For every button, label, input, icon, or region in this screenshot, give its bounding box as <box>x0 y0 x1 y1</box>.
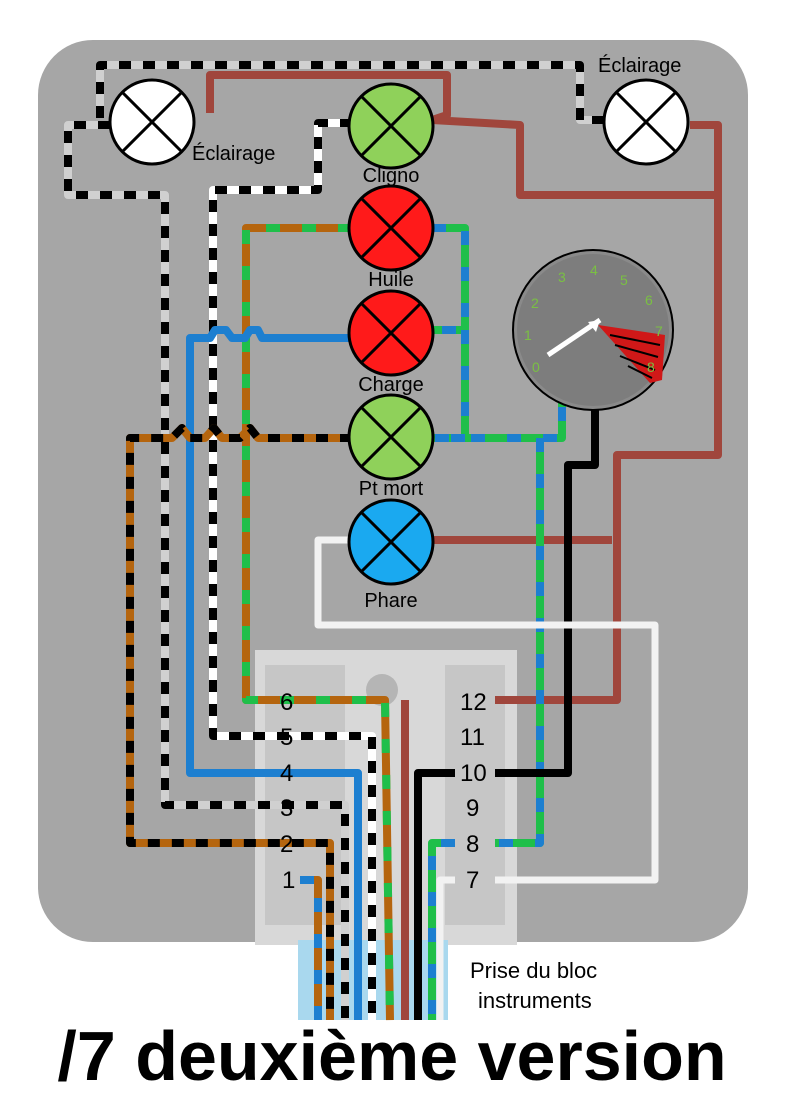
wire-blue-charge <box>186 326 362 1020</box>
page-title: /7 deuxième version <box>57 1017 726 1094</box>
pin-label: 7 <box>466 867 479 894</box>
lamp-phare: Phare <box>347 498 435 612</box>
pin-label: 11 <box>460 724 485 751</box>
pin-label: 3 <box>280 795 293 822</box>
pin-label: 1 <box>282 867 295 894</box>
pin-label: 2 <box>280 831 293 858</box>
lamp-eclairage-left: Éclairage <box>108 78 275 166</box>
gauge-tick: 1 <box>524 327 532 343</box>
redline-zone <box>598 325 665 383</box>
pin-label: 6 <box>280 689 293 716</box>
lamp-charge: Charge <box>347 289 435 396</box>
wires <box>64 61 722 1021</box>
gauge-tick: 5 <box>620 272 628 288</box>
connector-left-pins: 6 5 4 3 2 1 <box>280 689 295 894</box>
gauge-tick: 0 <box>532 359 540 375</box>
lamp-label-huile: Huile <box>368 269 414 291</box>
gauge-tick: 6 <box>645 292 653 308</box>
gauge-tick: 2 <box>531 295 539 311</box>
lamp-label-charge: Charge <box>358 374 424 396</box>
wire-brown-eclairage <box>206 71 722 199</box>
lamp-label-eclairage-left: Éclairage <box>192 142 275 165</box>
lamp-eclairage-right: Éclairage <box>598 54 690 166</box>
wire-white-phare <box>314 536 659 884</box>
pin-label: 8 <box>466 831 479 858</box>
wire-black-gauge <box>495 410 599 777</box>
connector-caption-line2: instruments <box>478 988 592 1013</box>
gauge-tick: 7 <box>655 323 663 339</box>
pin-label: 12 <box>460 689 487 716</box>
gauge-tick: 3 <box>558 269 566 285</box>
pin-label: 4 <box>280 760 293 787</box>
pin-label: 9 <box>466 795 479 822</box>
lamp-label-cligno: Cligno <box>363 165 420 187</box>
connector-caption-line1: Prise du bloc <box>470 958 597 983</box>
gauge-tick: 8 <box>647 359 655 375</box>
gauge-tick: 4 <box>590 262 598 278</box>
lamp-label-eclairage-right: Éclairage <box>598 54 681 77</box>
connector-right-pins: 12 11 10 9 8 7 <box>460 689 487 894</box>
lamp-huile: Huile <box>347 184 435 291</box>
lamp-label-phare: Phare <box>364 590 417 612</box>
lamp-label-pt-mort: Pt mort <box>359 478 424 500</box>
pin-label: 10 <box>460 760 487 787</box>
pin-label: 5 <box>280 724 293 751</box>
lamp-cligno: Cligno <box>347 82 435 187</box>
tachometer-icon: 0 1 2 3 4 5 6 7 8 <box>512 249 674 411</box>
lamp-pt-mort: Pt mort <box>347 393 435 500</box>
